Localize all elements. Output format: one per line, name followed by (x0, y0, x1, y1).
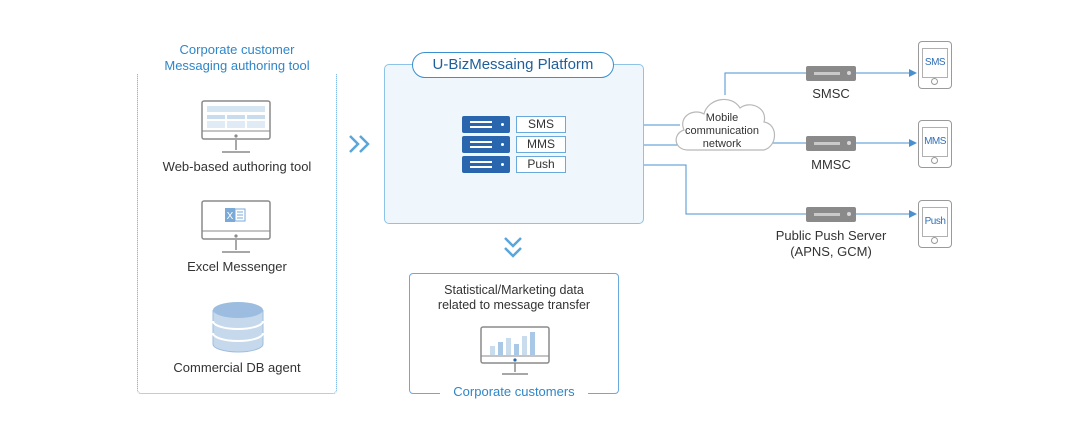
db-agent-label: Commercial DB agent (173, 360, 301, 375)
chart-monitor-icon (480, 326, 550, 375)
mms-device-icon: MMS (918, 120, 952, 168)
platform-box (384, 64, 644, 224)
double-chevron-right-icon (349, 135, 370, 153)
cloud-label: Mobile communication network (670, 112, 774, 151)
push-device-icon: Push (918, 200, 952, 248)
cloud-line2: communication (685, 125, 759, 137)
public-push-line1: Public Push Server (775, 228, 887, 243)
server-icon (462, 136, 510, 153)
authoring-tool-title: Corporate customer Messaging authoring t… (137, 42, 337, 74)
smsc-label: SMSC (812, 86, 850, 101)
statistics-title: Statistical/Marketing data related to me… (409, 283, 619, 313)
mmsc-gateway-icon (806, 136, 856, 151)
web-authoring-label: Web-based authoring tool (162, 159, 312, 174)
push-server-gateway-icon (806, 207, 856, 222)
svg-text:X: X (227, 211, 234, 222)
smsc-gateway-icon (806, 66, 856, 81)
server-icon (462, 156, 510, 173)
mms-device-screen: MMS (922, 127, 948, 157)
cloud-icon (675, 98, 776, 151)
statistics-title-line1: Statistical/Marketing data (444, 283, 584, 297)
public-push-line2: (APNS, GCM) (790, 244, 872, 259)
monitor-icon (201, 100, 271, 153)
double-chevron-down-icon (504, 237, 522, 258)
cloud-line1: Mobile (705, 112, 739, 124)
mmsc-label: MMSC (811, 157, 851, 172)
excel-monitor-icon: X (201, 200, 271, 253)
push-server-label: Push (516, 156, 566, 173)
corporate-customers-label: Corporate customers (440, 384, 588, 400)
sms-device-icon: SMS (918, 41, 952, 89)
cloud-line3: network (702, 138, 742, 150)
mms-server-label: MMS (516, 136, 566, 153)
sms-server-label: SMS (516, 116, 566, 133)
authoring-title-line2: Messaging authoring tool (164, 58, 310, 73)
server-icon (462, 116, 510, 133)
authoring-title-line1: Corporate customer (179, 42, 295, 57)
platform-title: U-BizMessaing Platform (412, 52, 614, 78)
database-icon (212, 302, 264, 353)
public-push-label: Public Push Server (APNS, GCM) (751, 228, 911, 260)
statistics-title-line2: related to message transfer (437, 298, 591, 312)
excel-messenger-label: Excel Messenger (187, 259, 287, 274)
sms-device-screen: SMS (922, 48, 948, 78)
push-device-screen: Push (922, 207, 948, 237)
